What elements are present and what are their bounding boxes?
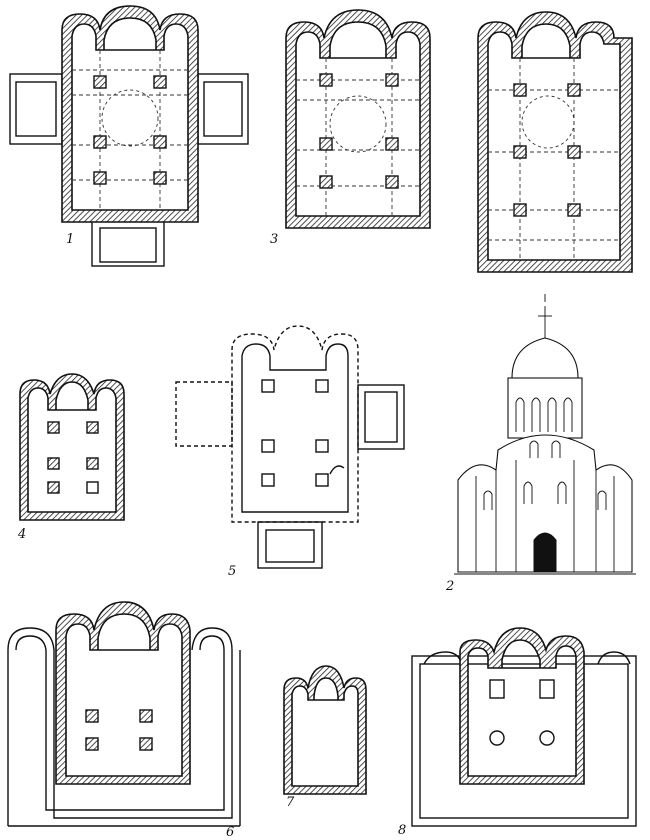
figure-label-7: 7 — [286, 795, 295, 810]
plan-unlabeled-top-right — [477, 11, 633, 273]
plan-5-walls — [231, 325, 359, 523]
elevation-2: 2 — [445, 294, 636, 594]
elevation-2-drum — [507, 377, 583, 439]
figure-label-6: 6 — [226, 825, 234, 840]
plan-8-gallery — [411, 655, 637, 827]
figure-label-8: 8 — [398, 823, 406, 838]
elevation-2-portal — [533, 532, 557, 573]
plan-4-walls — [19, 373, 125, 521]
plan-6-walls — [55, 601, 191, 785]
plan-8: 8 — [398, 627, 637, 838]
elevation-2-dome — [511, 337, 579, 379]
plan-5-north-annex — [175, 381, 233, 447]
figure-label-4: 4 — [17, 527, 26, 542]
elevation-2-facade — [457, 434, 633, 573]
plan-4: 4 — [17, 373, 125, 542]
plan-6: 6 — [7, 601, 241, 840]
figure-label-2: 2 — [445, 579, 454, 594]
elevation-2-drum-windows — [515, 397, 573, 432]
plan-1: 1 — [9, 5, 249, 267]
plan-top-right-walls — [477, 11, 633, 273]
plan-1-north-wing — [9, 73, 63, 145]
figure-label-5: 5 — [228, 564, 236, 579]
plan-6-gallery — [7, 627, 233, 819]
plan-3: 3 — [270, 9, 431, 247]
plan-1-walls — [61, 5, 199, 223]
elevation-2-windows — [483, 440, 607, 510]
figure-label-1: 1 — [66, 232, 74, 247]
plan-7: 7 — [283, 665, 367, 810]
figure-label-3: 3 — [270, 232, 278, 247]
plan-1-porch — [91, 219, 165, 267]
plan-8-walls — [459, 627, 585, 785]
plan-5-porch — [257, 521, 323, 569]
plan-3-walls — [285, 9, 431, 229]
plan-5: 5 — [175, 325, 405, 579]
plan-1-south-wing — [197, 73, 249, 145]
plan-7-walls — [283, 665, 367, 795]
